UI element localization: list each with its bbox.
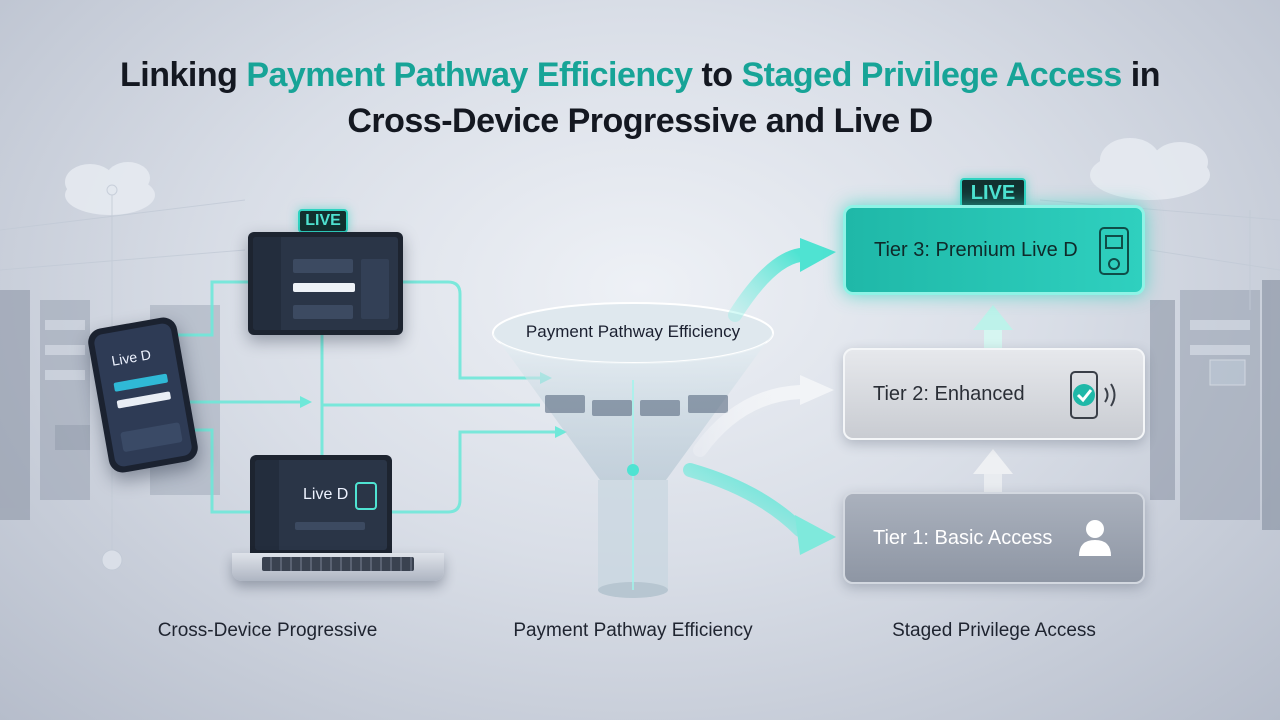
- tier-2-label: Tier 2: Enhanced: [873, 382, 1025, 405]
- caption-payment-pathway: Payment Pathway Efficiency: [513, 620, 753, 641]
- laptop-label: Live D: [303, 486, 349, 503]
- tier-1-card: Tier 1: Basic Access: [843, 492, 1145, 584]
- tier-3-card: Tier 3: Premium Live D: [843, 205, 1145, 295]
- funnel-label: Payment Pathway Efficiency: [525, 322, 741, 341]
- user-icon: [1079, 520, 1111, 556]
- arrow-to-tier3: [728, 248, 807, 322]
- arrow-to-tier2-head: [800, 375, 834, 405]
- tier-live-badge: LIVE: [960, 178, 1026, 208]
- phone-screen: Live D: [92, 322, 194, 468]
- laptop-device: Live D: [250, 455, 392, 555]
- title-line-2: Cross-Device Progressive and Live D: [347, 102, 933, 140]
- funnel: [492, 302, 774, 598]
- server-racks-right: [1150, 280, 1280, 530]
- caption-cross-device: Cross-Device Progressive: [157, 620, 378, 641]
- title-accent-payment: Payment Pathway Efficiency: [246, 56, 693, 94]
- title-text: to: [692, 56, 742, 94]
- title-accent-privilege: Staged Privilege Access: [741, 56, 1122, 94]
- tier3-badge-icon: [1099, 227, 1129, 275]
- title-text: in: [1121, 56, 1161, 94]
- caption-staged-privilege: Staged Privilege Access: [892, 620, 1096, 641]
- title-line-1: Linking Payment Pathway Efficiency to St…: [0, 52, 1280, 98]
- tier-2-card: Tier 2: Enhanced: [843, 348, 1145, 440]
- tablet-live-badge: LIVE: [298, 209, 348, 233]
- phone-label: Live D: [110, 346, 153, 369]
- arrow-to-tier1: [683, 463, 807, 537]
- tablet-screen: [253, 237, 398, 330]
- tier-1-label: Tier 1: Basic Access: [873, 526, 1053, 549]
- arrow-to-tier3-head: [800, 238, 836, 272]
- page-title: Linking Payment Pathway Efficiency to St…: [0, 52, 1280, 144]
- phone-check-icon: [1070, 371, 1116, 419]
- arrow-to-tier2: [693, 385, 807, 457]
- arrow-to-tier1-head: [795, 515, 836, 555]
- laptop-screen: Live D: [255, 460, 387, 550]
- title-text: Linking: [119, 56, 247, 94]
- laptop-keyboard: [232, 553, 444, 581]
- tier-step-arrows: [973, 305, 1013, 494]
- device-connectors: [170, 280, 555, 514]
- tier-3-label: Tier 3: Premium Live D: [874, 238, 1078, 261]
- tablet-device: [248, 232, 403, 335]
- cloud-icon: [65, 138, 1210, 215]
